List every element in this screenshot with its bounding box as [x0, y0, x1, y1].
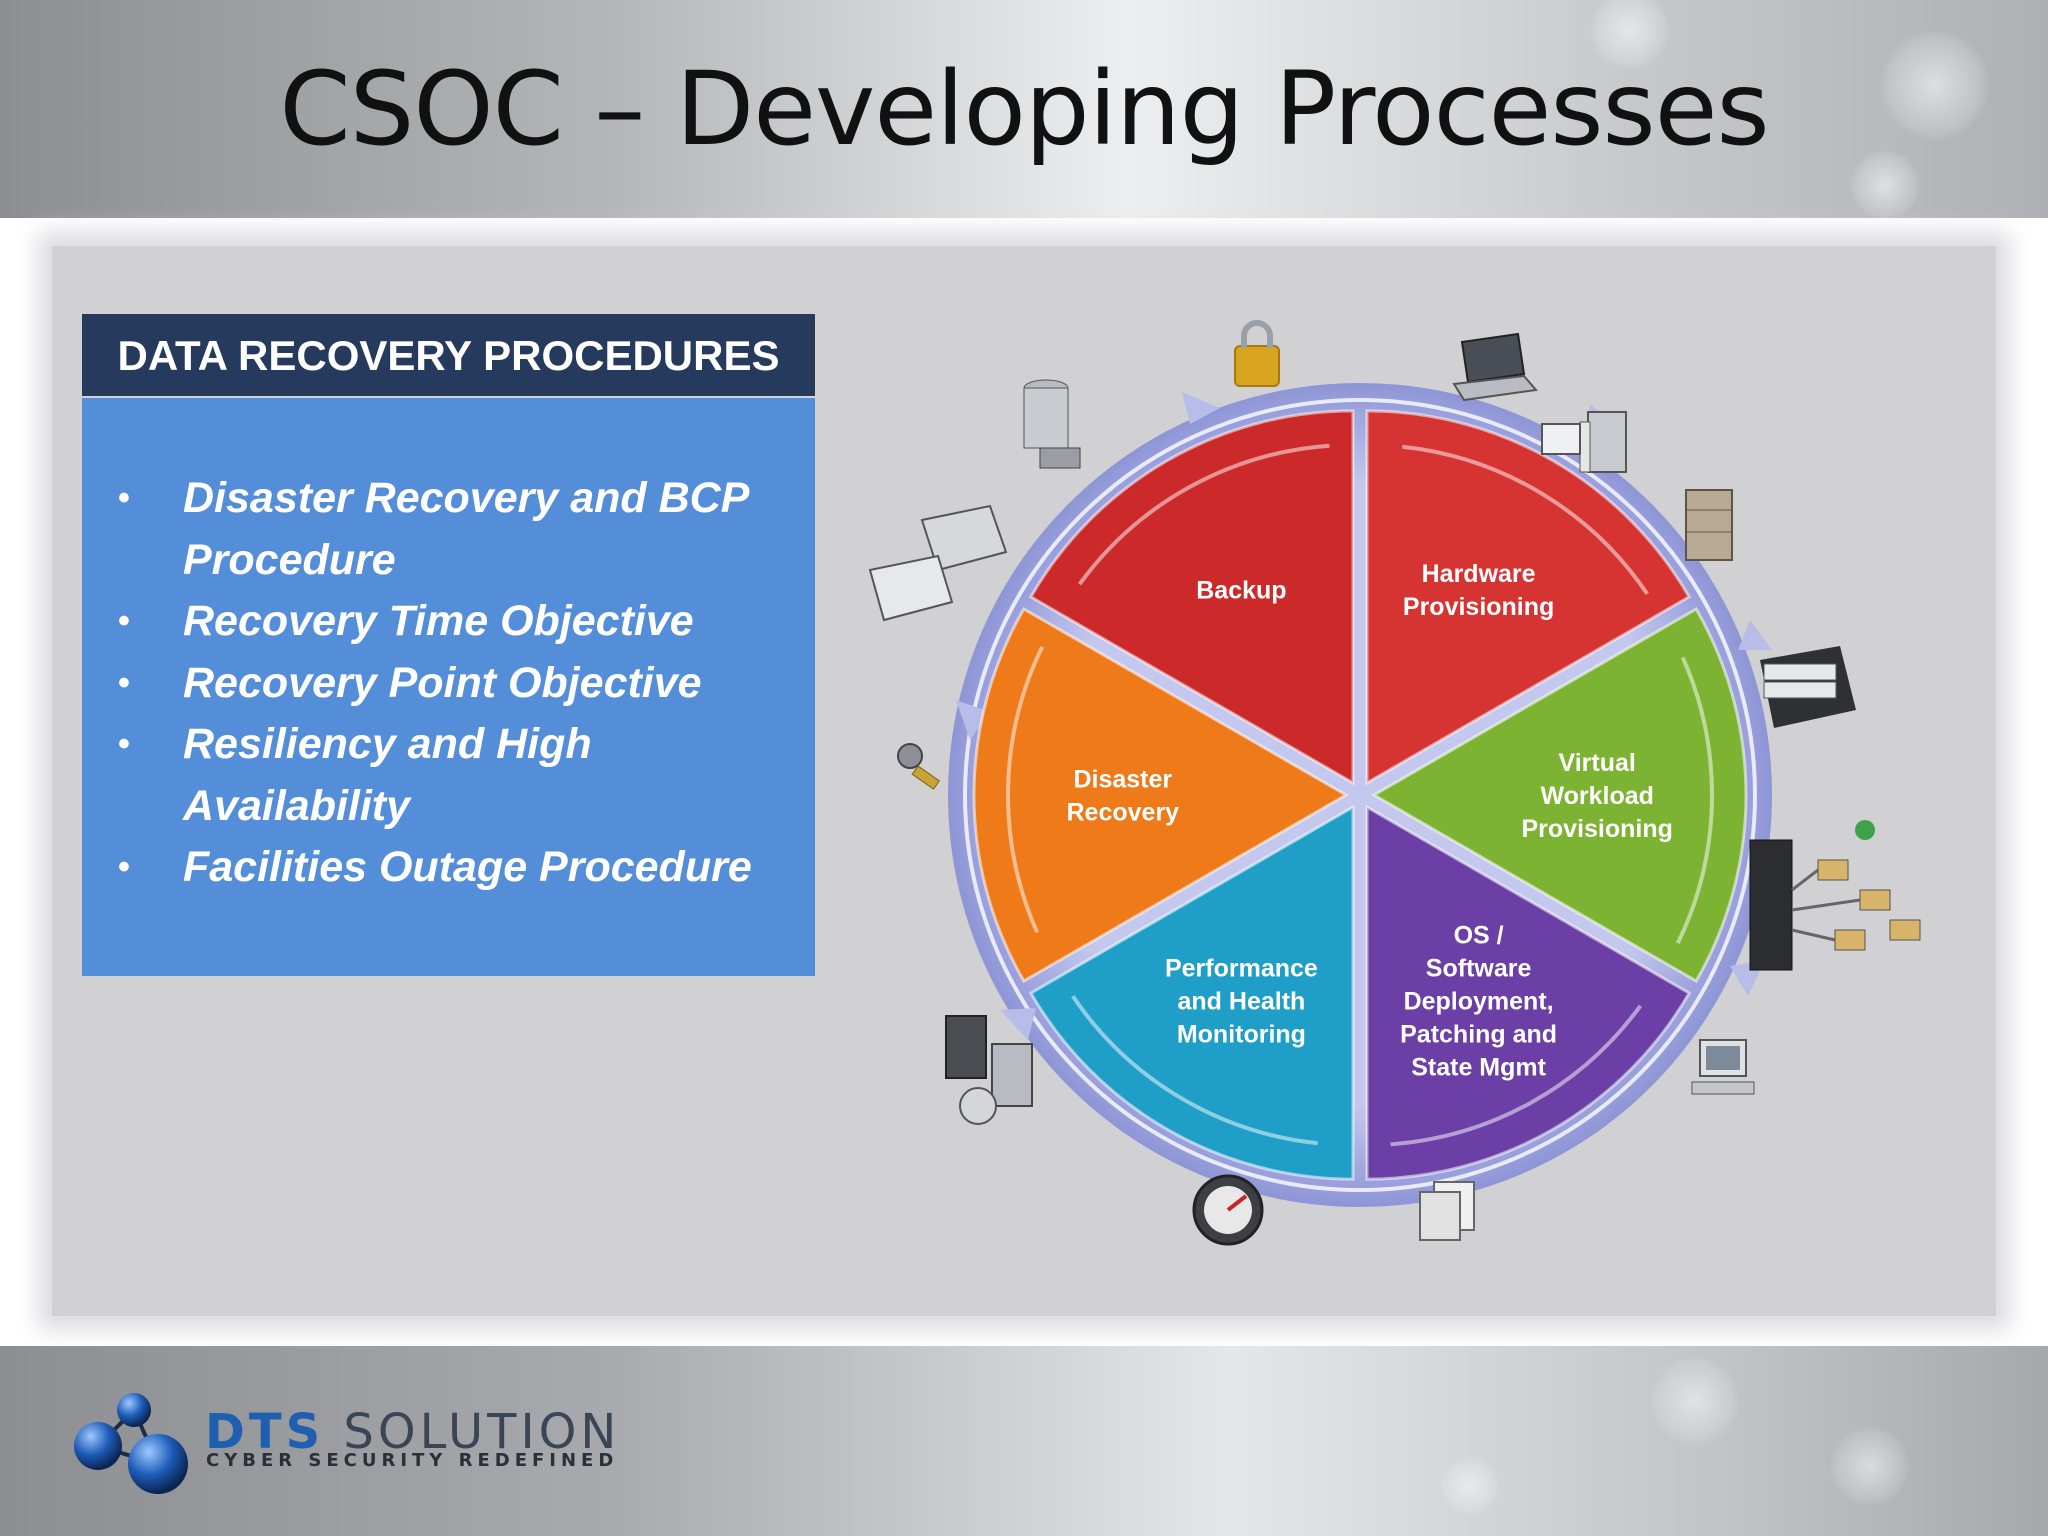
server-cluster-icon [945, 1015, 1033, 1125]
segment-hardware-provisioning [1365, 409, 1692, 786]
segment-label-line: Hardware [1422, 560, 1536, 588]
segment-label-line: Deployment, [1404, 987, 1554, 1015]
ring-arrow [1000, 1008, 1036, 1040]
segment-label-line: Provisioning [1521, 815, 1672, 843]
segment-arrow [1006, 645, 1045, 934]
printer-icon [868, 504, 1008, 622]
laptop-icon [1452, 332, 1538, 402]
list-item: • Facilities Outage Procedure [82, 837, 795, 899]
procedures-list: • Disaster Recovery and BCP Procedure • Re… [82, 398, 815, 899]
segment-label: Backup [1196, 577, 1286, 605]
segment-arrow [1675, 656, 1714, 945]
list-item-text: Recovery Time Objective [183, 597, 694, 645]
segment-label-line: Software [1426, 954, 1532, 982]
segment-label-line: Recovery [1067, 799, 1180, 827]
decor-orb [1830, 1426, 1910, 1506]
segment-backup [1028, 409, 1355, 786]
bullet-icon: • [118, 479, 130, 517]
segment-arrow [1390, 1004, 1643, 1147]
segment-os-software-deployment-patching-and-state-mgmt [1365, 804, 1692, 1181]
decor-orb [1880, 30, 1990, 140]
list-item-text: Disaster Recovery and BCP Procedure [183, 474, 748, 584]
brand-name-secondary: SOLUTION [343, 1404, 621, 1460]
segment-arrow [1071, 995, 1318, 1146]
list-item: • Disaster Recovery and BCP Procedure [82, 468, 795, 591]
segment-label-line: Monitoring [1177, 1020, 1306, 1048]
ring-arrow [1738, 620, 1772, 650]
segment-arrow [1402, 444, 1649, 595]
blade-server-icon [1760, 646, 1856, 728]
decor-orb [1590, 0, 1670, 70]
segment-label-line: Workload [1540, 782, 1653, 810]
segment-label-line: Virtual [1559, 749, 1636, 777]
procedures-box: • Disaster Recovery and BCP Procedure • Re… [82, 398, 815, 976]
gauge-icon [1192, 1174, 1264, 1246]
network-devices-icon [1749, 820, 1921, 971]
list-item: • Recovery Time Objective [82, 591, 795, 653]
brand-name-primary: DTS [205, 1404, 325, 1460]
brand-logo-icon [74, 1393, 188, 1494]
decor-orb [1850, 150, 1920, 218]
segment-label-line: Disaster [1073, 766, 1172, 794]
ring-arrow [956, 700, 990, 740]
segment-disaster-recovery [972, 606, 1349, 984]
footer-band [0, 1346, 2048, 1536]
list-item-text: Resiliency and High Availability [183, 720, 592, 830]
segment-performance-and-health-monitoring [1028, 804, 1355, 1181]
list-item: • Recovery Point Objective [82, 653, 795, 715]
decor-orb [1650, 1356, 1740, 1446]
segments-group [972, 409, 1748, 1181]
storage-array-icon [1023, 379, 1081, 469]
segment-label-line: Backup [1196, 577, 1286, 605]
segment-label-line: Patching and [1400, 1020, 1557, 1048]
bullet-icon: • [118, 602, 130, 640]
segment-label-line: Performance [1165, 954, 1318, 982]
segment-label-line: State Mgmt [1411, 1053, 1546, 1081]
bullet-icon: • [118, 725, 130, 763]
brand-name: DTS SOLUTION [205, 1404, 620, 1460]
ring-arrow [1182, 392, 1220, 424]
segment-virtual-workload-provisioning [1371, 606, 1748, 984]
bullet-icon: • [118, 848, 130, 886]
header-band [0, 0, 2048, 218]
key-icon [897, 743, 940, 790]
segment-label-line: OS / [1454, 921, 1504, 949]
segment-label-line: Provisioning [1403, 593, 1554, 621]
workstation-icon [1691, 1039, 1755, 1095]
ring-highlight [963, 398, 1757, 1192]
desktop-tower-icon [1541, 411, 1627, 473]
padlock-icon [1234, 320, 1280, 387]
segment-arrow [1077, 443, 1330, 586]
decor-orb [1440, 1456, 1500, 1516]
segment-label-line: and Health [1178, 987, 1306, 1015]
slide-title: CSOC – Developing Processes [279, 50, 1769, 169]
list-item: • Resiliency and High Availability [82, 714, 795, 837]
folder-icon [1419, 1181, 1475, 1241]
server-rack-icon [1685, 489, 1733, 561]
procedures-heading: DATA RECOVERY PROCEDURES [82, 314, 815, 396]
bullet-icon: • [118, 663, 130, 702]
list-item-text: Recovery Point Objective [183, 658, 702, 707]
list-item-text: Facilities Outage Procedure [183, 843, 752, 891]
brand-tagline: CYBER SECURITY REDEFINED [206, 1450, 619, 1471]
